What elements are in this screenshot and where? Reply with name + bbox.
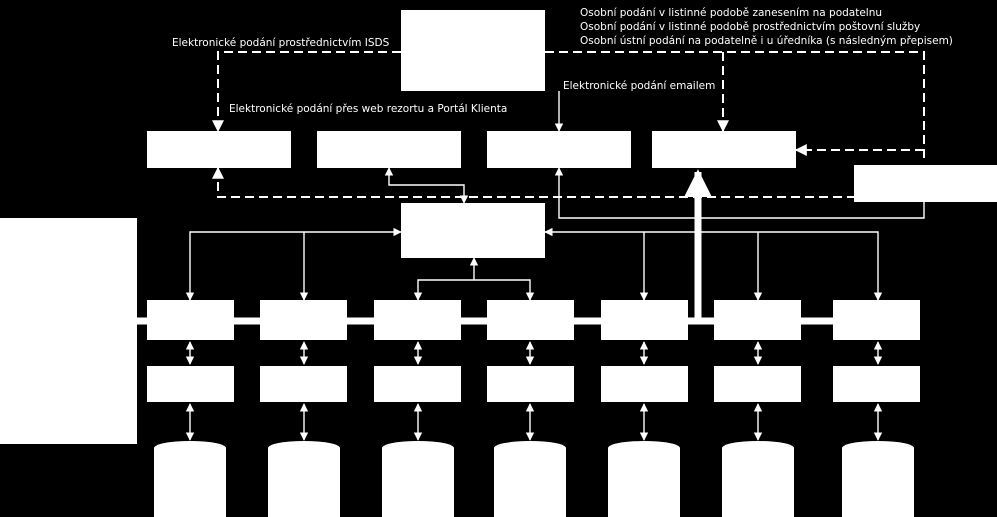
label-email: Elektronické podání emailem [563,80,715,92]
label-paper-counter: Osobní podání v listinné podobě zanesení… [580,7,882,19]
database-cylinder-7 [842,441,914,517]
database-cylinder-3 [382,441,454,517]
label-web-portal: Elektronické podání přes web rezortu a P… [229,103,507,115]
module-box-4 [487,300,574,340]
service-box-1 [147,366,234,402]
service-box-4 [487,366,574,402]
hub-right-distribution [544,227,883,301]
left-side-box [0,218,137,444]
service-box-7 [833,366,920,402]
top-central-box [401,10,545,91]
label-oral: Osobní ústní podání na podatelně i u úře… [580,35,953,47]
channel-box-email [487,131,631,168]
database-cylinder-4 [494,441,566,517]
web-hub-arrow [384,167,469,204]
module-box-3 [374,300,461,340]
database-cylinder-6 [722,441,794,517]
databases [154,441,914,517]
module-box-7 [833,300,920,340]
service-box-3 [374,366,461,402]
label-paper-post: Osobní podání v listinné podobě prostřed… [580,21,920,33]
service-box-6 [714,366,801,402]
isds-dashed-arrow [212,51,401,133]
middle-hub-box [401,203,545,258]
service-box-5 [601,366,688,402]
module-box-2 [260,300,347,340]
external-box-right [854,165,997,202]
hub-left-distribution [185,227,402,301]
vertical-links [185,341,883,441]
modules-3-4-bracket [413,279,535,301]
label-isds: Elektronické podání prostřednictvím ISDS [172,37,390,49]
database-cylinder-2 [268,441,340,517]
database-cylinder-5 [608,441,680,517]
channel-box-web [317,131,461,168]
module-box-6 [714,300,801,340]
module-box-1 [147,300,234,340]
right-dashed-loop [545,51,925,162]
channel-box-paper [652,131,796,168]
module-box-5 [601,300,688,340]
bottom-dashed-return [212,166,925,202]
email-loop-arrow [554,167,925,219]
service-box-2 [260,366,347,402]
channel-box-isds [147,131,291,168]
database-cylinder-1 [154,441,226,517]
